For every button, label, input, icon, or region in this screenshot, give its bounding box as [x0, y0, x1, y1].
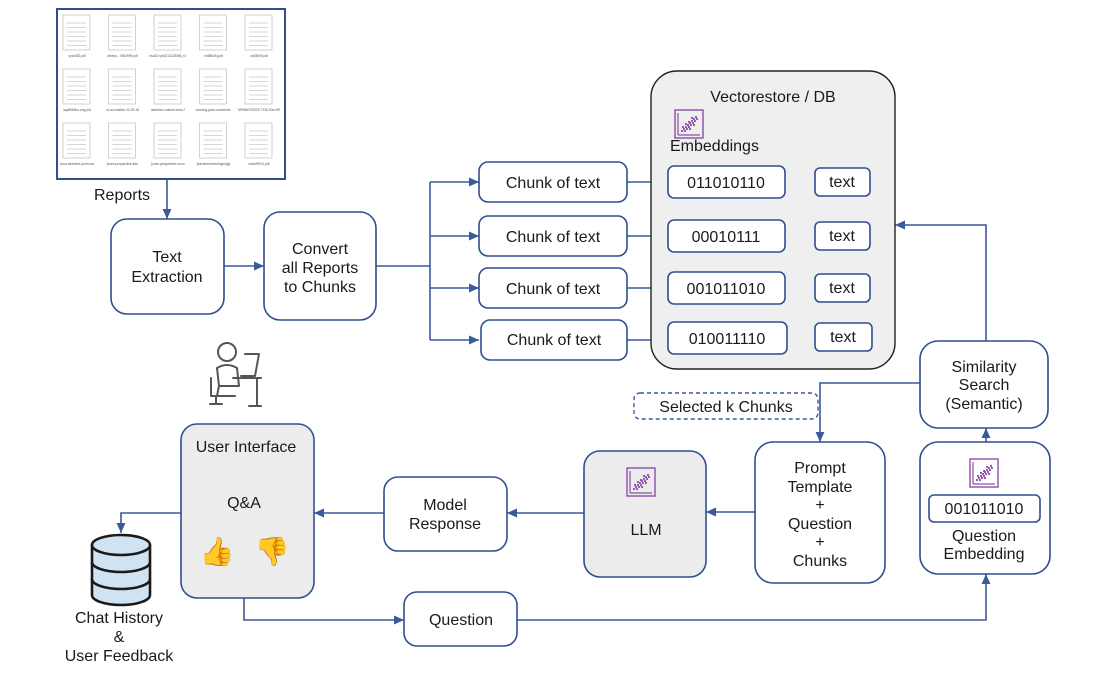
report-thumbnail[interactable]: athena - 0952999.pdf	[107, 14, 138, 58]
thumbs-down-icon[interactable]: 👎	[255, 535, 290, 568]
report-thumbnail[interactable]: jeanstreetmorningmlglg	[196, 122, 230, 166]
report-thumbnail[interactable]: jones-perspective-thur	[106, 122, 139, 166]
model-response-node: Model Response	[383, 476, 508, 552]
similarity-search-node: Similarity Search (Semantic)	[919, 340, 1049, 429]
vector-text-3: text	[829, 280, 855, 297]
report-thumbnail[interactable]: ut-cumulative-22-09-18	[106, 68, 139, 112]
model-response-line2: Response	[409, 516, 481, 533]
vector-value-1: 011010110	[687, 175, 765, 192]
report-thumbnail[interactable]: urt28690.pdf	[244, 14, 273, 58]
report-filename: weekHR01.pdf	[249, 162, 270, 166]
report-filename: bsd23 rp61613128356_s7	[149, 54, 186, 58]
ui-title: User Interface	[196, 439, 297, 456]
chat-history-line1: Chat History	[75, 610, 163, 627]
vector-value-2: 00010111	[692, 229, 761, 246]
chunk-node-4: Chunk of text	[480, 319, 628, 361]
llm-node: LLM	[583, 450, 707, 578]
report-thumbnail[interactable]: NRBMGVS02S 7235-00w BR	[238, 68, 281, 112]
reports-label: Reports	[94, 187, 150, 204]
question-node: Question	[403, 591, 518, 647]
report-filename: jeanstreetmorningmlglg	[196, 162, 230, 166]
vector-row-3: 001011010 text	[667, 271, 871, 305]
report-thumbnail[interactable]: lambtons-market-view-2	[151, 68, 185, 112]
report-filename: jones-perspective-thur	[106, 162, 139, 166]
chunk-node-2: Chunk of text	[478, 215, 628, 257]
text-extraction-line2: Extraction	[131, 269, 202, 286]
text-extraction-line1: Text	[152, 249, 182, 266]
ui-qa: Q&A	[227, 495, 261, 512]
model-response-line1: Model	[423, 497, 467, 514]
report-thumbnail[interactable]: xyz0452.pdf	[62, 14, 91, 58]
report-filename: jones-perspective-morn	[150, 162, 185, 166]
report-filename: morning-grab-comments-	[196, 108, 232, 112]
vector-text-4: text	[830, 329, 856, 346]
convert-node: Convert all Reports to Chunks	[263, 211, 377, 321]
report-filename: xyz0452.pdf	[68, 54, 85, 58]
reports-panel: xyz0452.pdf athena - 0952999.pdf bsd23 rp6…	[56, 8, 286, 180]
prompt-line1: Prompt	[794, 460, 846, 477]
user-at-desk-icon	[209, 342, 262, 407]
report-thumbnail[interactable]: hd8652bj.pdf	[199, 14, 227, 58]
report-filename: ut-cumulative-22-09-18	[106, 108, 139, 112]
text-extraction-node: Text Extraction	[110, 218, 225, 315]
chat-history-label: Chat History & User Feedback	[65, 610, 174, 665]
report-filename: hd8652bj.pdf	[204, 54, 223, 58]
question-embedding-line2: Embedding	[944, 546, 1025, 563]
similarity-line3: (Semantic)	[945, 396, 1022, 413]
vector-value-3: 001011010	[687, 281, 766, 298]
chat-history-line3: User Feedback	[65, 648, 174, 665]
convert-line1: Convert	[292, 241, 349, 258]
chunk-label-1: Chunk of text	[506, 175, 601, 192]
prompt-line6: Chunks	[793, 553, 847, 570]
vector-value-4: 010011110	[689, 331, 766, 348]
chunk-node-1: Chunk of text	[478, 161, 628, 203]
convert-line2: all Reports	[282, 260, 358, 277]
prompt-line3: +	[815, 497, 824, 514]
convert-line3: to Chunks	[284, 279, 356, 296]
report-filename: urt28690.pdf	[250, 54, 268, 58]
vectorstore-title: Vectorestore / DB	[710, 89, 835, 106]
report-thumbnail[interactable]: nova-selective-perm-ma	[60, 122, 94, 166]
vector-text-2: text	[829, 228, 855, 245]
vectorstore-node: Vectorestore / DB Embeddings 011010110 t…	[650, 70, 896, 370]
report-filename: nova-selective-perm-ma	[60, 162, 94, 166]
report-filename: aqc8963bu-eng.pdf	[63, 108, 91, 112]
prompt-line5: +	[815, 534, 824, 551]
embeddings-label: Embeddings	[670, 138, 759, 155]
vector-row-2: 00010111 text	[667, 219, 871, 253]
prompt-line2: Template	[788, 479, 853, 496]
question-embedding-node: 001011010 Question Embedding	[919, 441, 1051, 575]
chat-history-line2: &	[114, 629, 125, 646]
user-interface-node: User Interface Q&A 👍 👎	[180, 423, 315, 599]
prompt-line4: Question	[788, 516, 852, 533]
report-thumbnail[interactable]: bsd23 rp61613128356_s7	[149, 14, 187, 58]
selected-chunks-text: Selected k Chunks	[659, 399, 792, 416]
database-icon	[90, 533, 152, 607]
prompt-template-node: Prompt Template + Question + Chunks	[754, 441, 886, 584]
thumbs-up-icon[interactable]: 👍	[200, 535, 235, 568]
report-thumbnail[interactable]: aqc8963bu-eng.pdf	[62, 68, 91, 112]
selected-chunks-label: Selected k Chunks	[633, 392, 819, 420]
chunk-node-3: Chunk of text	[478, 267, 628, 309]
vector-text-1: text	[829, 174, 855, 191]
report-thumbnails: xyz0452.pdf athena - 0952999.pdf bsd23 rp6…	[60, 14, 281, 166]
vector-row-4: 010011110 text	[667, 321, 873, 355]
report-thumbnail[interactable]: morning-grab-comments-	[196, 68, 232, 112]
report-filename: NRBMGVS02S 7235-00w BR	[238, 108, 281, 112]
report-thumbnail[interactable]: jones-perspective-morn	[150, 122, 185, 166]
report-thumbnail[interactable]: weekHR01.pdf	[244, 122, 273, 166]
chunk-label-3: Chunk of text	[506, 281, 601, 298]
vector-row-1: 011010110 text	[667, 165, 871, 199]
similarity-line1: Similarity	[952, 359, 1017, 376]
report-filename: lambtons-market-view-2	[151, 108, 185, 112]
question-vector: 001011010	[945, 501, 1024, 518]
chunk-label-4: Chunk of text	[507, 332, 602, 349]
question-label: Question	[429, 612, 493, 629]
question-embedding-line1: Question	[952, 528, 1016, 545]
llm-label: LLM	[630, 522, 661, 539]
similarity-line2: Search	[959, 377, 1010, 394]
report-filename: athena - 0952999.pdf	[107, 54, 137, 58]
chunk-label-2: Chunk of text	[506, 229, 601, 246]
